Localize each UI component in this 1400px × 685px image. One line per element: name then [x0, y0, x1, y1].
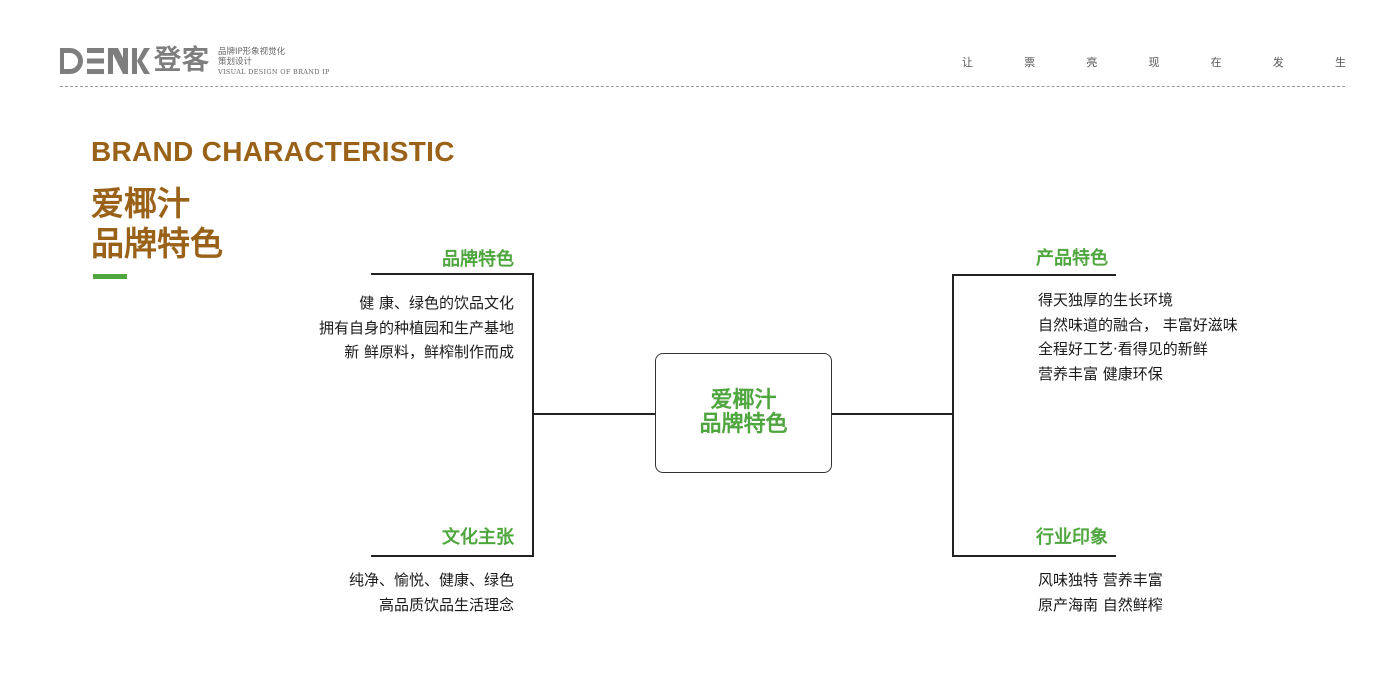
branch-text-line: 营养丰富 健康环保 — [1038, 364, 1163, 383]
page-title-cn: 爱椰汁 品牌特色 — [91, 184, 223, 264]
logo-subtitle-line2: 策划设计 — [218, 57, 253, 67]
branch-label-cultural-proposition: 文化主张 — [442, 527, 514, 548]
branch-label-industry-impression: 行业印象 — [1036, 527, 1108, 548]
branch-text-line: 高品质饮品生活理念 — [378, 595, 514, 614]
connector-right-vertical — [952, 274, 954, 556]
branch-text-line: 拥有自身的种植园和生产基地 — [318, 318, 514, 337]
branch-text-line: 全程好工艺·看得见的新鲜 — [1038, 340, 1208, 358]
slogan-char: 让 — [962, 56, 973, 69]
header-divider — [60, 86, 1345, 87]
page-title-cn-line2: 品牌特色 — [91, 224, 223, 263]
branch-label-product-features: 产品特色 — [1036, 248, 1108, 269]
branch-text-line: 原产海南 自然鲜榨 — [1038, 595, 1163, 614]
slogan: 让 票 亮 现 在 发 生 — [962, 54, 1346, 70]
branch-text-line: 自然味道的融合， 丰富好滋味 — [1038, 315, 1238, 334]
connector-top-right-underline — [952, 274, 1116, 276]
denk-logo-icon — [60, 48, 150, 74]
branch-text-brand-features: 健 康、绿色的饮品文化 拥有自身的种植园和生产基地 新 鲜原料，鲜榨制作而成 — [319, 291, 514, 365]
connector-left-vertical — [532, 273, 534, 556]
slogan-char: 亮 — [1086, 56, 1098, 69]
slogan-char: 发 — [1272, 56, 1284, 69]
title-accent-bar — [93, 274, 127, 279]
branch-text-line: 得天独厚的生长环境 — [1038, 291, 1174, 309]
branch-text-product-features: 得天独厚的生长环境 自然味道的融合， 丰富好滋味 全程好工艺·看得见的新鲜 营养… — [1038, 288, 1238, 386]
center-node-line2: 品牌特色 — [699, 412, 788, 437]
connector-bottom-right-underline — [952, 555, 1116, 557]
logo-mark — [60, 48, 150, 74]
logo-chinese-name: 登客 — [154, 45, 210, 76]
slogan-char: 票 — [1024, 56, 1036, 69]
slogan-char: 生 — [1334, 56, 1346, 69]
slogan-char: 现 — [1148, 56, 1160, 69]
logo-subtitle: 品牌IP形象视觉化 策划设计 VISUAL DESIGN OF BRAND IP — [218, 47, 330, 77]
branch-text-line: 健 康、绿色的饮品文化 — [359, 294, 514, 312]
center-node: 爱椰汁 品牌特色 — [655, 353, 832, 473]
branch-text-line: 纯净、愉悦、健康、绿色 — [348, 571, 514, 589]
connector-top-left-underline — [371, 273, 534, 275]
branch-label-brand-features: 品牌特色 — [442, 249, 514, 270]
connector-left-horizontal — [532, 413, 656, 415]
branch-text-cultural-proposition: 纯净、愉悦、健康、绿色 高品质饮品生活理念 — [349, 568, 514, 617]
branch-text-line: 风味独特 营养丰富 — [1038, 571, 1163, 589]
logo-subtitle-line1: 品牌IP形象视觉化 — [218, 47, 286, 57]
logo-subtitle-en: VISUAL DESIGN OF BRAND IP — [218, 68, 330, 76]
branch-text-line: 新 鲜原料，鲜榨制作而成 — [344, 343, 514, 361]
page-title-en: BRAND CHARACTERISTIC — [91, 136, 455, 167]
slogan-char: 在 — [1210, 56, 1222, 69]
page-title-cn-line1: 爱椰汁 — [91, 184, 190, 223]
branch-text-industry-impression: 风味独特 营养丰富 原产海南 自然鲜榨 — [1038, 568, 1163, 617]
center-node-line1: 爱椰汁 — [710, 388, 777, 413]
connector-right-horizontal — [830, 413, 954, 415]
connector-bottom-left-underline — [371, 555, 534, 557]
